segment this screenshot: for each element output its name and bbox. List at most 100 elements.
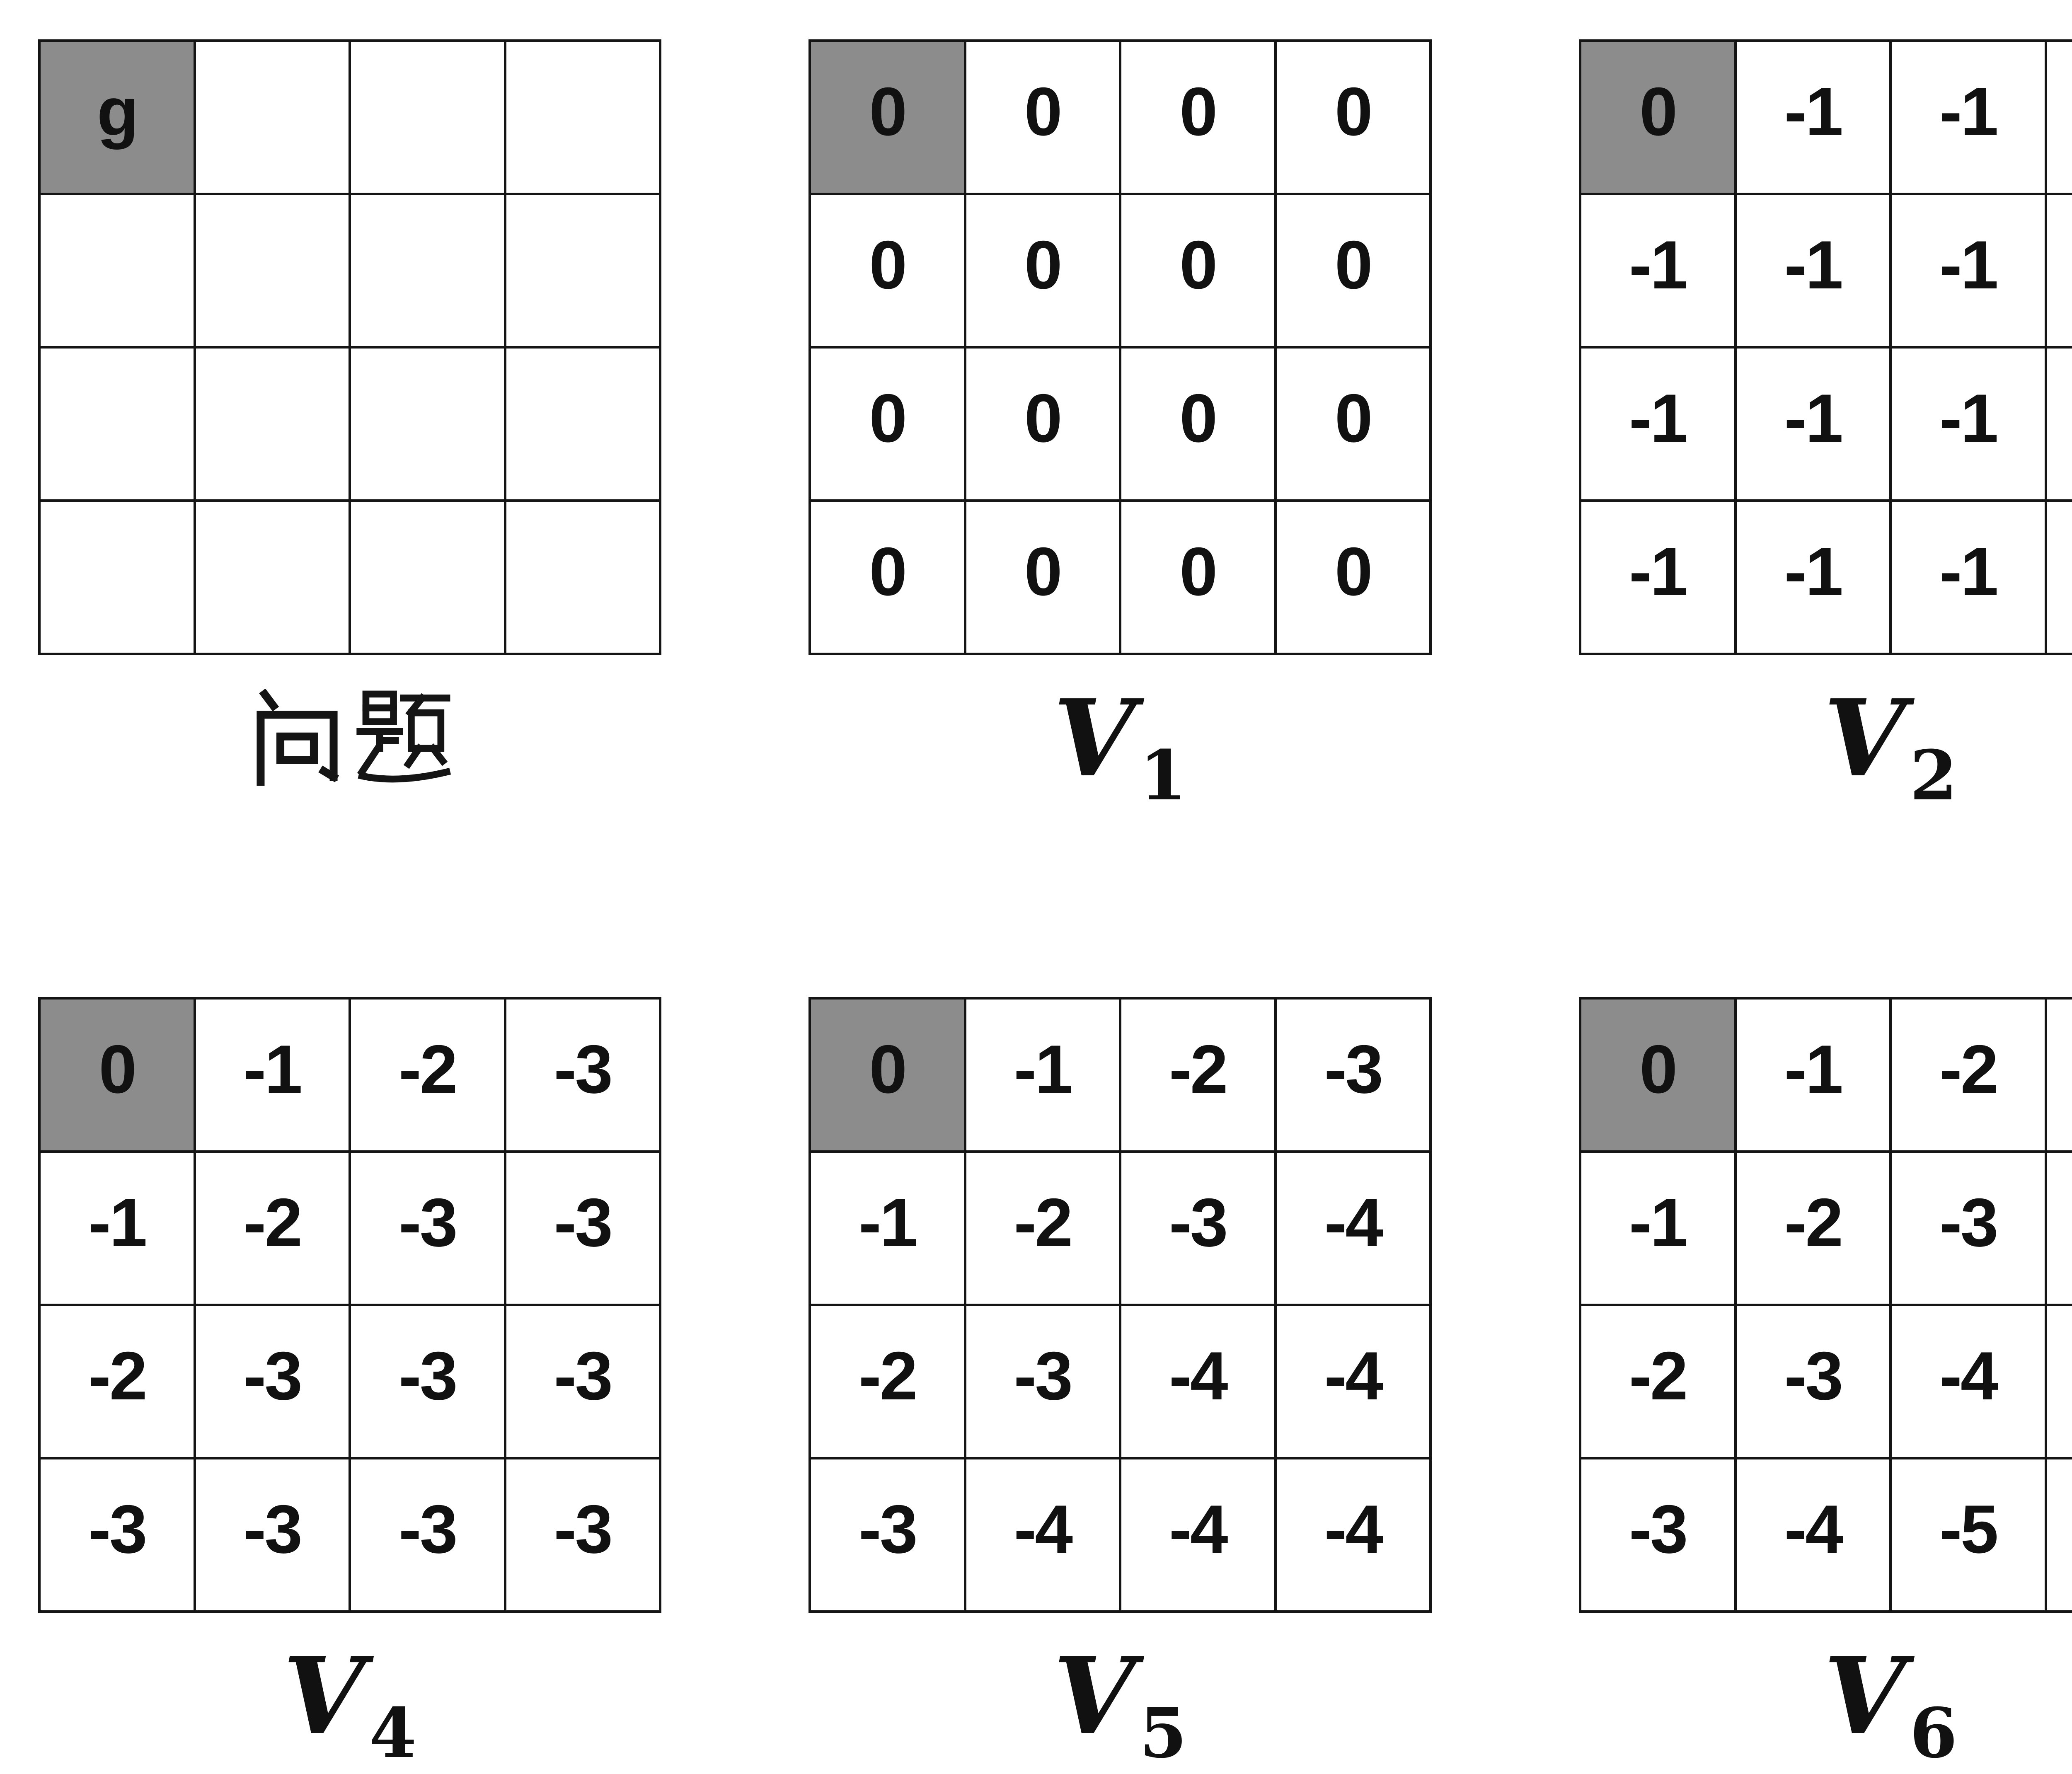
cell-v1-r0c3: 0 bbox=[1275, 41, 1431, 194]
cell-v6-r1c1: -2 bbox=[1735, 1152, 1890, 1305]
cell-problem-r1c0 bbox=[39, 194, 195, 347]
cell-v5-r0c2: -2 bbox=[1120, 998, 1276, 1152]
cell-v4-r2c0: -2 bbox=[39, 1305, 195, 1458]
grid-row-2: 0-1-2-3-1-2-3-3-2-3-3-3-3-3-3-3 V4 0-1-2… bbox=[38, 997, 2072, 1767]
cell-v1-r3c2: 0 bbox=[1120, 501, 1276, 654]
cell-v1-r0c0-goal: 0 bbox=[810, 41, 965, 194]
cell-v2-r2c3: -1 bbox=[2045, 347, 2072, 501]
cell-problem-r0c0-goal: g bbox=[39, 41, 195, 194]
cell-problem-r3c3 bbox=[505, 501, 660, 654]
cell-v1-r2c3: 0 bbox=[1275, 347, 1431, 501]
cell-v1-r2c0: 0 bbox=[810, 347, 965, 501]
label-v5-sub: 5 bbox=[1139, 1692, 1187, 1773]
cell-v6-r0c3: -3 bbox=[2045, 998, 2072, 1152]
cell-v2-r0c2: -1 bbox=[1890, 41, 2046, 194]
cell-v5-r1c2: -3 bbox=[1120, 1152, 1276, 1305]
cell-v5-r1c1: -2 bbox=[965, 1152, 1120, 1305]
cell-v6-r1c0: -1 bbox=[1580, 1152, 1736, 1305]
cell-problem-r0c3 bbox=[505, 41, 660, 194]
cell-problem-r1c3 bbox=[505, 194, 660, 347]
grid-v4: 0-1-2-3-1-2-3-3-2-3-3-3-3-3-3-3 bbox=[38, 997, 661, 1613]
label-v5-base: V bbox=[1053, 1634, 1135, 1758]
cell-v5-r0c1: -1 bbox=[965, 998, 1120, 1152]
cell-v2-r0c1: -1 bbox=[1735, 41, 1890, 194]
cell-v5-r2c3: -4 bbox=[1275, 1305, 1431, 1458]
cell-v2-r1c3: -1 bbox=[2045, 194, 2072, 347]
cell-v4-r3c0: -3 bbox=[39, 1458, 195, 1612]
cell-v5-r2c1: -3 bbox=[965, 1305, 1120, 1458]
cell-v1-r2c1: 0 bbox=[965, 347, 1120, 501]
cell-v4-r2c1: -3 bbox=[194, 1305, 350, 1458]
cell-problem-r3c1 bbox=[194, 501, 350, 654]
label-v6-base: V bbox=[1823, 1634, 1906, 1758]
cell-v5-r3c2: -4 bbox=[1120, 1458, 1276, 1612]
label-v4-base: V bbox=[283, 1634, 365, 1758]
cell-v5-r1c3: -4 bbox=[1275, 1152, 1431, 1305]
grid-v5: 0-1-2-3-1-2-3-4-2-3-4-4-3-4-4-4 bbox=[808, 997, 1432, 1613]
label-v1: V1 bbox=[1053, 686, 1187, 810]
cell-v1-r2c2: 0 bbox=[1120, 347, 1276, 501]
caption-v4: V4 bbox=[38, 1628, 661, 1767]
caption-v5: V5 bbox=[808, 1628, 1432, 1767]
cell-v4-r1c1: -2 bbox=[194, 1152, 350, 1305]
cell-v1-r1c0: 0 bbox=[810, 194, 965, 347]
cell-v2-r2c2: -1 bbox=[1890, 347, 2046, 501]
cell-v6-r2c1: -3 bbox=[1735, 1305, 1890, 1458]
figure-problem: g bbox=[38, 39, 661, 807]
cell-v6-r1c3: -4 bbox=[2045, 1152, 2072, 1305]
cell-v4-r3c2: -3 bbox=[350, 1458, 505, 1612]
cell-v6-r3c1: -4 bbox=[1735, 1458, 1890, 1612]
cell-v4-r1c3: -3 bbox=[505, 1152, 660, 1305]
cell-v5-r1c0: -1 bbox=[810, 1152, 965, 1305]
cell-v5-r0c3: -3 bbox=[1275, 998, 1431, 1152]
cell-problem-r1c2 bbox=[350, 194, 505, 347]
grid-problem: g bbox=[38, 39, 661, 655]
cell-v2-r3c1: -1 bbox=[1735, 501, 1890, 654]
cell-v4-r1c2: -3 bbox=[350, 1152, 505, 1305]
label-v6-sub: 6 bbox=[1910, 1692, 1958, 1773]
cell-v6-r3c3: -5 bbox=[2045, 1458, 2072, 1612]
cell-v4-r3c1: -3 bbox=[194, 1458, 350, 1612]
cell-v5-r3c3: -4 bbox=[1275, 1458, 1431, 1612]
cell-v2-r2c0: -1 bbox=[1580, 347, 1736, 501]
cell-v2-r0c0-goal: 0 bbox=[1580, 41, 1736, 194]
cell-v5-r2c0: -2 bbox=[810, 1305, 965, 1458]
cell-problem-r0c1 bbox=[194, 41, 350, 194]
cell-v4-r0c1: -1 bbox=[194, 998, 350, 1152]
cell-v1-r1c2: 0 bbox=[1120, 194, 1276, 347]
cell-v1-r3c1: 0 bbox=[965, 501, 1120, 654]
cell-problem-r2c2 bbox=[350, 347, 505, 501]
figure-v2: 0-1-1-1-1-1-1-1-1-1-1-1-1-1-1-1 V2 bbox=[1579, 39, 2072, 809]
grid-v2: 0-1-1-1-1-1-1-1-1-1-1-1-1-1-1-1 bbox=[1579, 39, 2072, 655]
cell-v4-r0c3: -3 bbox=[505, 998, 660, 1152]
figure-v5: 0-1-2-3-1-2-3-4-2-3-4-4-3-4-4-4 V5 bbox=[808, 997, 1432, 1767]
cell-v5-r0c0-goal: 0 bbox=[810, 998, 965, 1152]
caption-v1: V1 bbox=[808, 670, 1432, 810]
cell-v1-r1c1: 0 bbox=[965, 194, 1120, 347]
cell-v6-r2c2: -4 bbox=[1890, 1305, 2046, 1458]
cell-v1-r0c1: 0 bbox=[965, 41, 1120, 194]
label-v4: V4 bbox=[283, 1643, 417, 1767]
cell-v6-r0c0-goal: 0 bbox=[1580, 998, 1736, 1152]
cell-v1-r0c2: 0 bbox=[1120, 41, 1276, 194]
cell-v4-r1c0: -1 bbox=[39, 1152, 195, 1305]
label-v5: V5 bbox=[1053, 1643, 1187, 1767]
cell-v2-r3c0: -1 bbox=[1580, 501, 1736, 654]
cell-problem-r1c1 bbox=[194, 194, 350, 347]
cell-v1-r3c0: 0 bbox=[810, 501, 965, 654]
cell-v4-r0c0-goal: 0 bbox=[39, 998, 195, 1152]
cell-v6-r3c0: -3 bbox=[1580, 1458, 1736, 1612]
cell-problem-r3c0 bbox=[39, 501, 195, 654]
figure-v6: 0-1-2-3-1-2-3-4-2-3-4-5-3-4-5-5 V6 bbox=[1579, 997, 2072, 1767]
cell-problem-r0c2 bbox=[350, 41, 505, 194]
cell-problem-r2c3 bbox=[505, 347, 660, 501]
cell-v5-r3c0: -3 bbox=[810, 1458, 965, 1612]
cell-v1-r1c3: 0 bbox=[1275, 194, 1431, 347]
caption-problem: 问题 bbox=[38, 670, 661, 807]
cell-v6-r0c1: -1 bbox=[1735, 998, 1890, 1152]
hanzi-wen-icon bbox=[257, 689, 339, 786]
cell-v5-r3c1: -4 bbox=[965, 1458, 1120, 1612]
